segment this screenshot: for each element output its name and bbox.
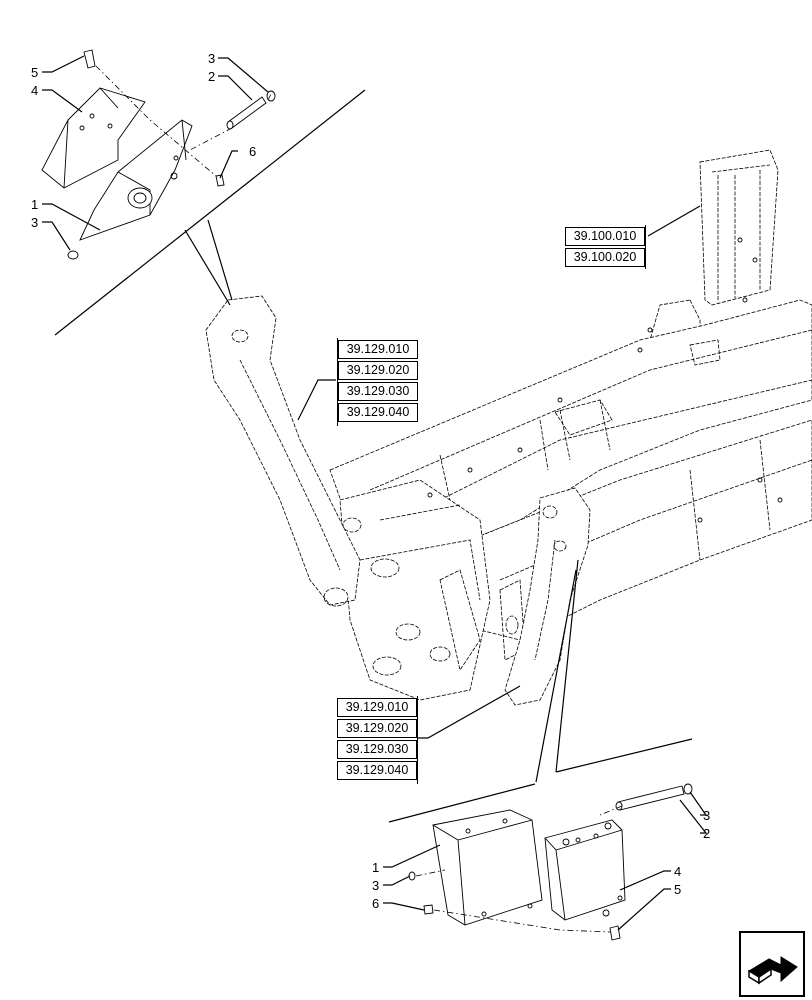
arrow-glyph bbox=[748, 956, 798, 985]
callout-3: 3 bbox=[372, 878, 379, 893]
reference-link[interactable]: 39.129.040 bbox=[337, 761, 417, 780]
callout-3: 3 bbox=[703, 808, 710, 823]
reference-link[interactable]: 39.129.030 bbox=[338, 382, 418, 401]
reference-link[interactable]: 39.129.040 bbox=[338, 403, 418, 422]
callout-5: 5 bbox=[674, 882, 681, 897]
bracket bbox=[334, 338, 338, 426]
right-arm bbox=[504, 487, 591, 706]
next-page-arrow-icon[interactable] bbox=[739, 931, 805, 997]
reference-link[interactable]: 39.129.010 bbox=[337, 698, 417, 717]
reference-link[interactable]: 39.129.010 bbox=[338, 340, 418, 359]
bracket bbox=[417, 696, 421, 784]
callout-labels: 5 4 1 3 3 2 6 1 3 6 4 5 3 2 bbox=[31, 51, 710, 911]
callout-6: 6 bbox=[372, 896, 379, 911]
reference-link[interactable]: 39.100.010 bbox=[565, 227, 645, 246]
callout-4: 4 bbox=[31, 83, 38, 98]
callout-2: 2 bbox=[703, 826, 710, 841]
callout-leaders bbox=[42, 55, 708, 931]
callout-5: 5 bbox=[31, 65, 38, 80]
callout-1: 1 bbox=[372, 860, 379, 875]
callout-1: 1 bbox=[31, 197, 38, 212]
reference-link[interactable]: 39.100.020 bbox=[565, 248, 645, 267]
callout-3: 3 bbox=[31, 215, 38, 230]
top-detail-bracket bbox=[41, 49, 276, 260]
reference-link[interactable]: 39.129.020 bbox=[337, 719, 417, 738]
reference-link[interactable]: 39.129.030 bbox=[337, 740, 417, 759]
bracket bbox=[645, 225, 649, 269]
callout-2: 2 bbox=[208, 69, 215, 84]
bottom-detail-bracket bbox=[408, 783, 693, 941]
left-arm bbox=[205, 295, 362, 607]
callout-3: 3 bbox=[208, 51, 215, 66]
callout-6: 6 bbox=[249, 144, 256, 159]
reference-link[interactable]: 39.129.020 bbox=[338, 361, 418, 380]
section-lines bbox=[54, 89, 693, 823]
callout-4: 4 bbox=[674, 864, 681, 879]
